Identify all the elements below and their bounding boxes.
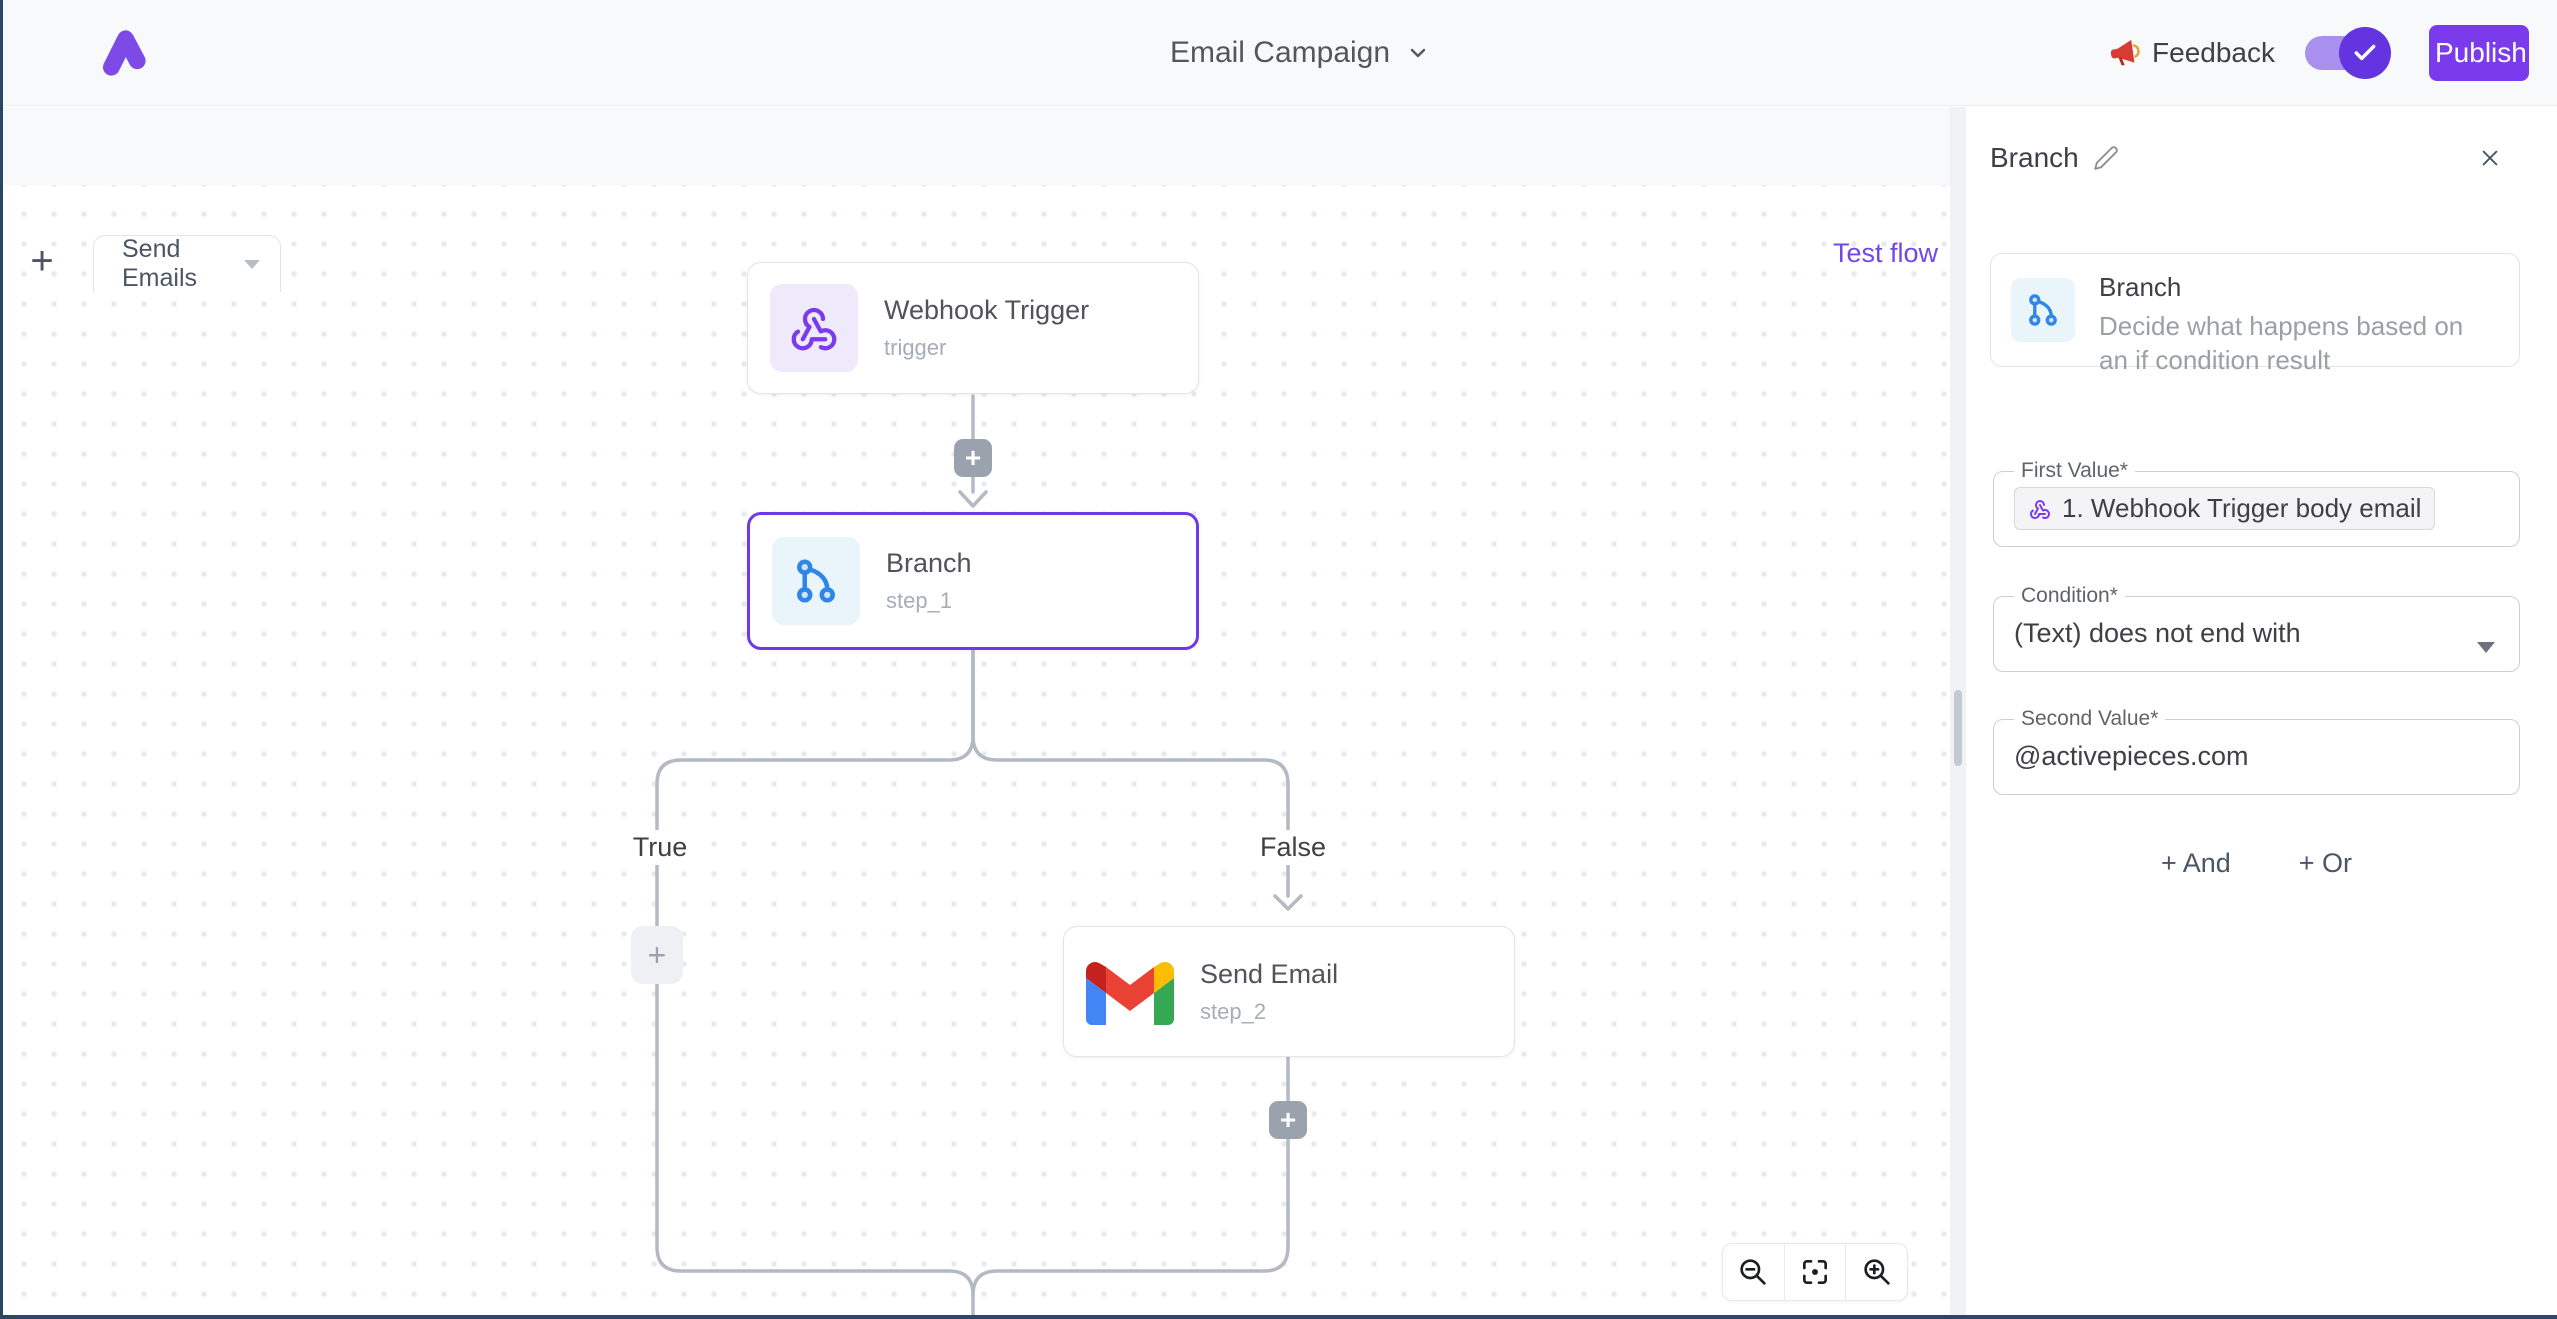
branch-icon [772,537,860,625]
second-value-label: Second Value* [2021,707,2159,730]
node-subtitle: step_1 [886,588,953,613]
top-bar-actions: Feedback Publish [2108,0,2529,106]
add-step-false-branch-button[interactable]: + [1269,1101,1307,1139]
chevron-down-icon [1406,41,1430,65]
first-value-token[interactable]: 1. Webhook Trigger body email [2014,487,2436,530]
close-icon[interactable] [2473,141,2507,175]
fit-view-icon [1803,1260,1827,1284]
flow-canvas[interactable]: + Send Emails Test flow [3,107,1950,1319]
flow-name-menu[interactable]: Email Campaign [1170,0,1430,106]
step-info-description: Decide what happens based on an if condi… [2099,311,2464,375]
step-info-title: Branch [2099,272,2182,302]
publish-button[interactable]: Publish [2429,25,2529,81]
node-branch[interactable]: Branch step_1 [747,512,1199,650]
collaboration-toggle[interactable] [2305,27,2391,79]
zoom-in-icon [1864,1259,1890,1285]
step-settings-panel: Branch [1966,107,2557,1319]
webhook-icon [2030,499,2050,519]
add-and-button[interactable]: + And [2155,847,2237,880]
node-send-email[interactable]: Send Email step_2 [1063,926,1515,1057]
add-or-button[interactable]: + Or [2293,847,2358,880]
node-title: Branch [886,548,972,578]
add-flow-button[interactable]: + [19,235,65,287]
node-subtitle: trigger [884,335,947,360]
node-webhook-trigger[interactable]: Webhook Trigger trigger [747,262,1199,394]
condition-value: (Text) does not end with [2014,618,2301,648]
gmail-icon [1086,948,1174,1036]
first-value-field[interactable]: First Value* 1. Webhook Trigger body ema… [1993,459,2520,547]
canvas-top-strip [3,107,1950,185]
test-flow-button[interactable]: Test flow [1827,237,1944,270]
step-info-card: Branch Decide what happens based on an i… [1990,253,2520,375]
branch-true-label: True [620,830,700,865]
add-step-button[interactable]: + [954,439,992,477]
zoom-out-icon [1740,1259,1766,1285]
window-edge-left [0,0,3,1319]
add-step-true-branch-button[interactable]: + [631,926,683,984]
panel-title: Branch [1990,142,2079,173]
branch-icon [2011,278,2075,342]
zoom-in-button[interactable] [1845,1244,1907,1300]
caret-down-icon[interactable] [244,259,260,269]
condition-field[interactable]: Condition* (Text) does not end with [1993,584,2520,672]
flow-name: Email Campaign [1169,36,1391,69]
panel-resize-divider [1950,107,1966,1319]
canvas-zoom-controls [1722,1243,1908,1301]
condition-label: Condition* [2021,584,2118,607]
node-title: Webhook Trigger [884,295,1090,325]
toggle-thumb [2339,27,2391,79]
pencil-icon[interactable] [2093,145,2119,171]
flow-tab-label: Send Emails [122,235,198,292]
feedback-label: Feedback [2152,37,2275,68]
first-value-token-text: 1. Webhook Trigger body email [2062,493,2422,523]
second-value-field[interactable]: Second Value* @activepieces.com [1993,707,2520,795]
check-icon [2354,44,2376,61]
branch-false-label: False [1247,830,1339,865]
webhook-icon [770,284,858,372]
first-value-label: First Value* [2021,459,2128,482]
flow-tab-send-emails[interactable]: Send Emails [93,235,281,292]
condition-group-actions: + And + Or [1993,847,2520,880]
zoom-out-button[interactable] [1723,1244,1784,1300]
panel-header: Branch [1990,141,2507,175]
caret-down-icon[interactable] [2477,642,2495,653]
feedback-button[interactable]: Feedback [2108,37,2275,69]
node-subtitle: step_2 [1200,998,1267,1024]
top-bar: Email Campaign Feedback [0,0,2557,106]
megaphone-icon [2106,35,2142,71]
fit-view-button[interactable] [1783,1244,1846,1300]
panel-resize-handle[interactable] [1954,690,1962,766]
second-value-input[interactable]: @activepieces.com [2014,741,2249,771]
node-title: Send Email [1200,958,1339,989]
window-edge-bottom [0,1315,2557,1319]
activepieces-logo-icon[interactable] [90,22,156,84]
